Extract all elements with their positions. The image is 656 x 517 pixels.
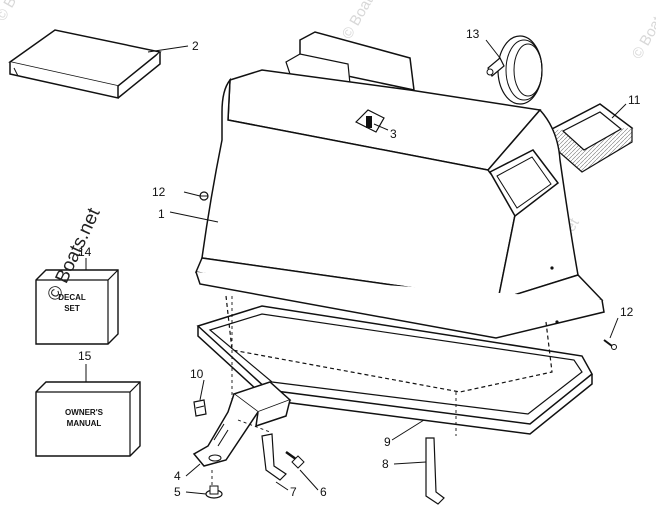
leader-lines [85,39,627,495]
callout-7: 7 [290,485,297,499]
part-wire-harness [486,35,543,105]
callout-13: 13 [466,27,480,41]
callout-9: 9 [384,435,391,449]
callout-15: 15 [78,349,92,363]
part-rod [425,437,445,505]
callout-11: 11 [628,93,641,107]
part-pin [205,485,223,499]
callout-10: 10 [190,367,204,381]
owners-manual-line1: OWNER'S [65,408,104,417]
callout-3: 3 [390,127,397,141]
part-strap-clip [261,433,287,481]
part-motor-cover [194,31,617,393]
decal-set-line2: SET [64,304,80,313]
callout-1: 1 [158,207,165,221]
callout-8: 8 [382,457,389,471]
callout-4: 4 [174,469,181,483]
part-screw [285,450,305,469]
assembly-guides [211,296,457,486]
decal-set-box: DECAL SET [35,269,119,345]
callout-14: 14 [78,245,92,259]
watermark-faint-1: © Boats.net [0,0,47,24]
callout-2: 2 [192,39,199,53]
decal-set-line1: DECAL [58,293,86,302]
part-bracket [192,381,292,467]
owners-manual-line2: MANUAL [67,419,102,428]
callout-12-right: 12 [620,305,634,319]
part-cover-cap [8,29,162,99]
owners-manual-box: OWNER'S MANUAL [35,381,141,457]
part-seal-grommet [548,103,634,173]
callout-12-left: 12 [152,185,166,199]
part-clip [193,399,207,417]
callout-6: 6 [320,485,327,499]
watermark-faint-3: © Boats.net [629,0,656,62]
watermark-faint-2: © Boats.net [339,0,393,42]
callout-5: 5 [174,485,181,499]
